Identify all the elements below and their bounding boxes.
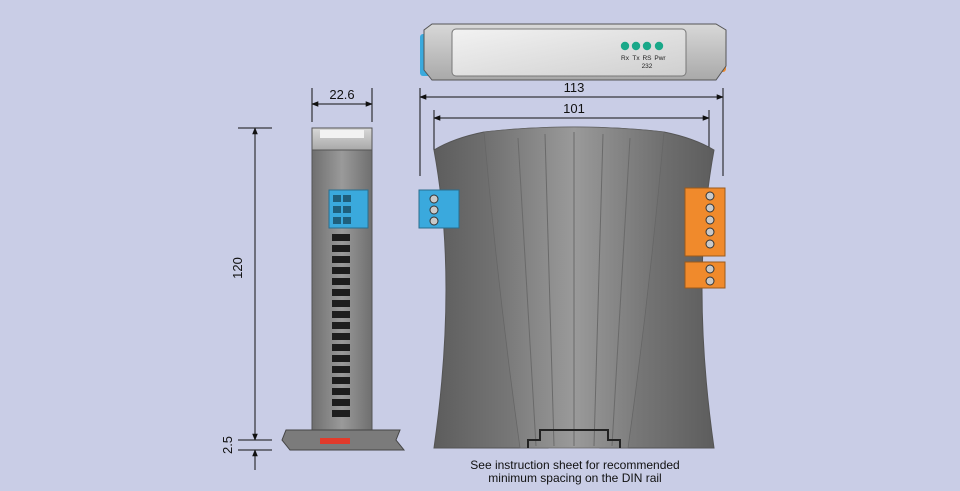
led-label-rs: RS <box>642 55 652 62</box>
dimension-120-label: 120 <box>230 257 245 279</box>
spacing-note-line-1: See instruction sheet for recommended <box>470 458 680 472</box>
screw-icon <box>429 205 439 215</box>
front-view-rib <box>611 137 631 447</box>
screw-icon <box>705 227 715 237</box>
side-view-vent-slot <box>332 289 350 296</box>
front-view-rib <box>544 133 555 447</box>
side-view-vent-slot <box>332 366 350 373</box>
led-label-rs-sub: 232 <box>642 63 653 70</box>
led-rs <box>642 41 652 51</box>
side-view-vent-slot <box>332 234 350 241</box>
side-view-vent-slot <box>332 399 350 406</box>
screw-icon <box>705 264 715 274</box>
side-view <box>281 127 406 451</box>
side-view-terminal-slot <box>333 195 341 202</box>
side-view-terminal-slot <box>333 217 341 224</box>
led-label-tx: Tx <box>632 55 640 62</box>
side-view-vent-slot <box>332 256 350 263</box>
side-view-vent-slot <box>332 333 350 340</box>
dimension-113: 113 <box>419 80 724 176</box>
screw-icon <box>705 191 715 201</box>
dimension-120: 120 <box>230 127 272 441</box>
spacing-note-line-2: minimum spacing on the DIN rail <box>488 471 662 485</box>
side-view-vent-slot <box>332 377 350 384</box>
led-tx <box>631 41 641 51</box>
dimension-22-6: 22.6 <box>311 87 373 122</box>
side-view-top-cap-highlight <box>320 130 364 138</box>
dimension-113-label: 113 <box>564 80 585 95</box>
led-label-rx: Rx <box>621 55 630 62</box>
side-view-red-marker <box>320 438 350 444</box>
side-view-terminal-slot <box>343 195 351 202</box>
blue-terminal-block <box>418 189 460 229</box>
top-view: Rx Tx RS Pwr 232 <box>420 23 727 81</box>
side-view-terminal-slot <box>343 206 351 213</box>
dimension-101-label: 101 <box>563 101 585 116</box>
front-view-rib <box>517 137 537 447</box>
side-view-vent-slot <box>332 344 350 351</box>
din-rail-clip <box>527 429 621 448</box>
side-view-vent-slot <box>332 355 350 362</box>
screw-icon <box>705 276 715 286</box>
screw-icon <box>429 194 439 204</box>
side-view-terminal-slot <box>343 217 351 224</box>
orange-terminal-block-small <box>684 261 726 289</box>
led-rx <box>620 41 630 51</box>
spacing-note: See instruction sheet for recommended mi… <box>430 459 720 485</box>
dimension-2-5-label: 2.5 <box>220 436 235 454</box>
dimension-101: 101 <box>433 101 710 150</box>
screw-icon <box>705 203 715 213</box>
side-view-terminal-slot <box>333 206 341 213</box>
screw-icon <box>705 239 715 249</box>
front-view <box>418 126 726 449</box>
side-view-vent-slot <box>332 311 350 318</box>
dimension-2-5: 2.5 <box>220 436 272 470</box>
side-view-vent-slot <box>332 410 350 417</box>
side-view-vent-slot <box>332 245 350 252</box>
side-view-vent-slot <box>332 388 350 395</box>
side-view-vent-slot <box>332 278 350 285</box>
screw-icon <box>705 215 715 225</box>
dimension-22-6-label: 22.6 <box>329 87 354 102</box>
orange-terminal-block <box>684 187 726 257</box>
top-view-label-panel <box>451 28 687 77</box>
led-label-pwr: Pwr <box>654 55 666 62</box>
screw-icon <box>429 216 439 226</box>
front-view-rib <box>593 133 604 447</box>
side-view-vent-slot <box>332 300 350 307</box>
led-pwr <box>654 41 664 51</box>
side-view-vent-slot <box>332 322 350 329</box>
side-view-vent-slots <box>332 234 350 417</box>
side-view-vent-slot <box>332 267 350 274</box>
